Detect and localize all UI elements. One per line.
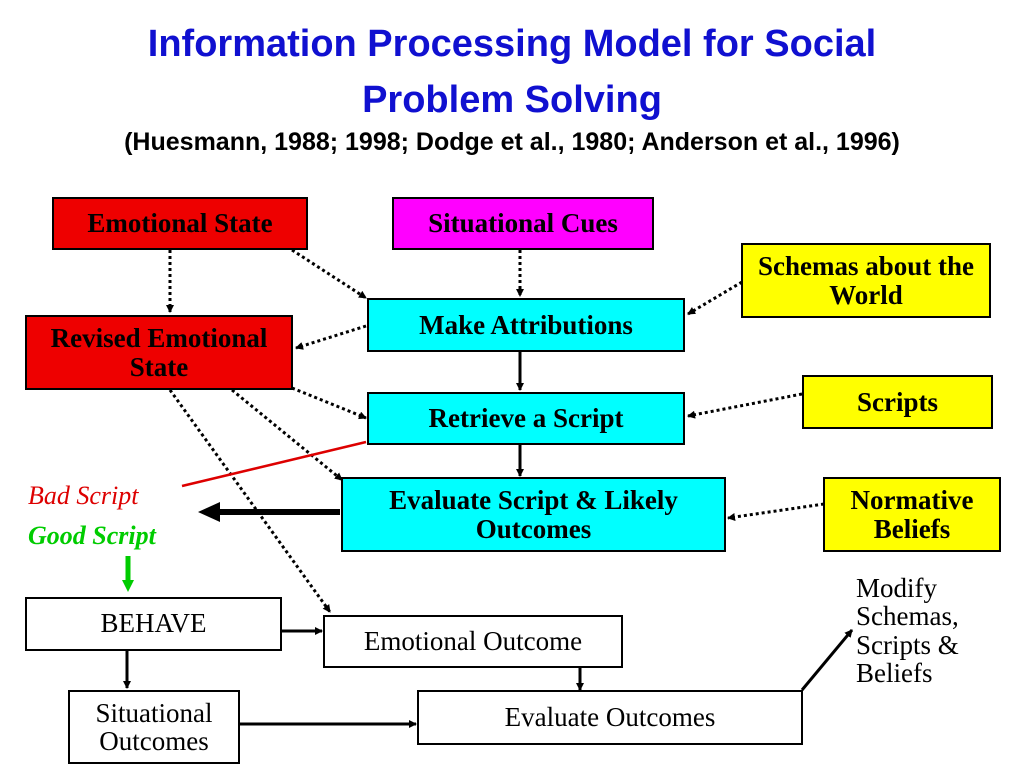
- modify-schemas-label: Modify Schemas, Scripts & Beliefs: [856, 573, 959, 689]
- emotional-outcome-label: Emotional Outcome: [363, 626, 583, 657]
- make-attributions-box: Make Attributions: [367, 298, 685, 352]
- situational-cues-box: Situational Cues: [392, 197, 654, 250]
- behave-box: BEHAVE: [25, 597, 282, 651]
- arrow-bad-script-red: [181, 440, 367, 488]
- emotional-outcome-box: Emotional Outcome: [323, 615, 623, 668]
- scripts-label: Scripts: [857, 386, 938, 417]
- behave-label: BEHAVE: [100, 608, 207, 638]
- title-line-1: Information Processing Model for Social: [147, 23, 877, 65]
- emotional-state-box: Emotional State: [52, 197, 308, 250]
- arrow-attributions-to-revised: [295, 324, 367, 350]
- schemas-world-label: Schemas about the World: [757, 251, 974, 310]
- evaluate-outcomes-label: Evaluate Outcomes: [504, 702, 716, 733]
- make-attributions-label: Make Attributions: [419, 309, 633, 340]
- situational-outcomes-box: Situational Outcomes: [68, 690, 240, 764]
- normative-beliefs-box: Normative Beliefs: [823, 477, 1001, 552]
- situational-outcomes-label: Situational Outcomes: [95, 697, 213, 756]
- schemas-world-box: Schemas about the World: [741, 243, 991, 318]
- citation: (Huesmann, 1988; 1998; Dodge et al., 198…: [124, 128, 900, 156]
- good-script-label: Good Script: [28, 521, 156, 550]
- evaluate-script-label: Evaluate Script & Likely Outcomes: [389, 485, 678, 544]
- retrieve-script-box: Retrieve a Script: [367, 392, 685, 445]
- retrieve-script-label: Retrieve a Script: [428, 403, 624, 434]
- arrow-revised-to-evaluate: [231, 388, 343, 482]
- arrow-evaluate-to-modify: [800, 629, 854, 691]
- arrow-revised-to-emotional-outcome: [168, 389, 332, 613]
- arrow-normative-to-evaluate: [727, 502, 825, 521]
- emotional-state-label: Emotional State: [87, 208, 273, 239]
- evaluate-script-box: Evaluate Script & Likely Outcomes: [341, 477, 726, 552]
- bad-script-label: Bad Script: [28, 481, 139, 510]
- revised-emotional-state-label: Revised Emotional State: [50, 323, 268, 382]
- arrowhead-script-choice: [198, 502, 220, 522]
- arrow-emotional-to-attributions: [291, 248, 367, 300]
- revised-emotional-state-box: Revised Emotional State: [25, 315, 293, 390]
- arrow-scripts-to-retrieve: [687, 392, 803, 419]
- scripts-box: Scripts: [802, 375, 993, 429]
- arrow-schemas-to-attributions: [687, 280, 743, 316]
- normative-beliefs-label: Normative Beliefs: [850, 485, 974, 544]
- situational-cues-label: Situational Cues: [428, 208, 618, 239]
- title-line-2: Problem Solving: [362, 79, 662, 121]
- arrow-revised-to-retrieve: [291, 386, 367, 420]
- evaluate-outcomes-box: Evaluate Outcomes: [417, 690, 803, 745]
